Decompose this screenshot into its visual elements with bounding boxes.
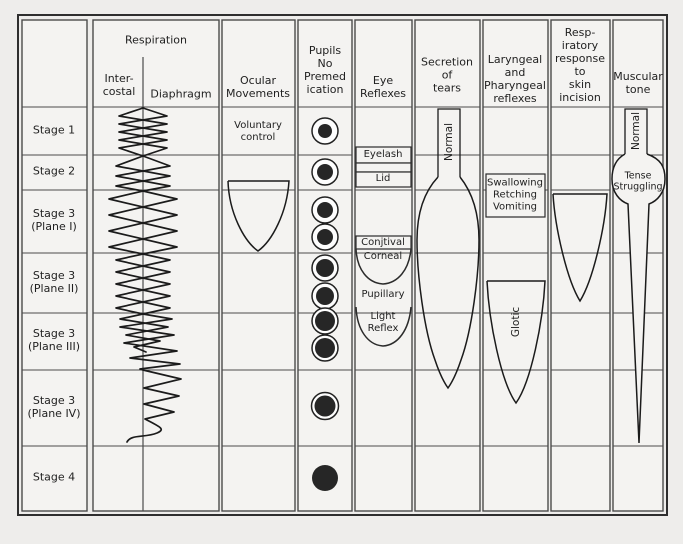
conjtival-box — [355, 235, 412, 250]
corneal-cup-curve — [355, 248, 412, 285]
muscular-bulb-outline — [611, 153, 666, 444]
light-reflex-cup-curve — [355, 306, 412, 347]
respiration-waveforms — [108, 107, 182, 443]
stage-label-2: Stage 2 — [32, 164, 76, 178]
glottic-curve — [486, 280, 546, 405]
tears-shape — [416, 108, 480, 390]
pupillary-label: Pupillary — [361, 289, 405, 301]
muscular-normal-label: Normal — [629, 112, 642, 150]
column-box-eye-reflexes — [354, 19, 413, 512]
skin-incision-response-curve — [552, 193, 608, 303]
voluntary-control-label: Voluntary control — [234, 120, 282, 143]
stage-label-3-plane-1: Stage 3 (Plane I) — [31, 207, 77, 233]
swallowing-label: Swallowing Retching Vomiting — [487, 177, 543, 212]
muscular-tone-shape — [611, 108, 666, 444]
stage-label-3-plane-4: Stage 3 (Plane IV) — [27, 394, 81, 420]
lid-label: Lid — [375, 173, 391, 185]
tears-normal-label: Normal — [442, 123, 455, 161]
respiration-waveform-plane-3-mirror — [119, 313, 169, 353]
respiration-waveform-plane-2-mirror — [115, 253, 171, 315]
respiration-waveform-plane-1-mirror — [108, 190, 178, 255]
column-box-laryngeal — [482, 19, 549, 512]
eye-reflex-shapes — [355, 146, 412, 347]
header-respiration: Respiration — [124, 33, 188, 47]
header-pupils: Pupils No Premed ication — [304, 44, 346, 96]
pupil-icon-stage-1 — [311, 117, 339, 145]
respiration-waveform-stage-1 — [118, 107, 168, 157]
corneal-label: Corneal — [363, 251, 403, 263]
header-respiratory-response: Resp- iratory response to skin incision — [555, 26, 605, 104]
tears-normal-box — [437, 108, 461, 177]
pupils — [310, 117, 340, 491]
column-box-tears — [414, 19, 481, 512]
pupil-icon-plane-4 — [310, 391, 340, 421]
pupil-icon-plane-3-b — [311, 334, 339, 362]
lid-box — [355, 171, 412, 188]
subheader-diaphragm: Diaphragm — [150, 87, 212, 101]
column-boxes — [21, 19, 664, 512]
stage-label-3-plane-3: Stage 3 (Plane III) — [28, 327, 80, 353]
pupil-icon-plane-1-b — [311, 223, 339, 251]
respiration-waveform-stage-2 — [115, 155, 171, 192]
pupil-icon-plane-3-a — [311, 307, 339, 335]
tense-struggling-label: Tense Struggling — [613, 170, 663, 192]
respiration-waveform-plane-4 — [126, 369, 182, 443]
header-muscular-tone: Muscular tone — [613, 70, 663, 96]
pupil-icon-plane-1-a — [311, 196, 339, 224]
light-reflex-label: Light Reflex — [367, 311, 399, 334]
glottic-label: Glotic — [509, 306, 522, 338]
column-box-respiration — [92, 19, 220, 512]
header-laryngeal-reflexes: Laryngeal and Pharyngeal reflexes — [484, 53, 546, 105]
subheader-intercostal: Inter- costal — [102, 72, 136, 98]
eyelash-label: Eyelash — [363, 149, 403, 161]
respiration-waveform-stage-2-mirror — [115, 155, 171, 192]
swallowing-box — [485, 173, 546, 218]
column-box-resp-response — [550, 19, 611, 512]
ocular-movements-curve — [227, 180, 290, 252]
column-box-ocular — [221, 19, 296, 512]
tears-lens-curve — [416, 176, 480, 390]
respiration-waveform-plane-2 — [115, 253, 171, 315]
pupil-icon-plane-2-b — [311, 282, 339, 310]
spacer-box — [355, 162, 412, 173]
header-secretion-of-tears: Secretion of tears — [421, 55, 473, 95]
stage-label-3-plane-2: Stage 3 (Plane II) — [29, 269, 79, 295]
conjtival-label: Conjtival — [361, 237, 405, 249]
header-ocular-movements: Ocular Movements — [226, 74, 290, 100]
pupil-icon-stage-2 — [311, 158, 339, 186]
respiration-waveform-stage-1-mirror — [118, 107, 168, 157]
header-eye-reflexes: Eye Reflexes — [359, 74, 407, 100]
column-box-stage — [21, 19, 88, 512]
muscular-bulb-fill — [612, 154, 665, 443]
stage-label-4: Stage 4 — [32, 470, 76, 484]
muscular-normal-box — [624, 108, 648, 154]
stage-label-1: Stage 1 — [32, 123, 76, 137]
pupil-icon-stage-4 — [312, 465, 338, 491]
pupil-icon-plane-2-a — [311, 254, 339, 282]
